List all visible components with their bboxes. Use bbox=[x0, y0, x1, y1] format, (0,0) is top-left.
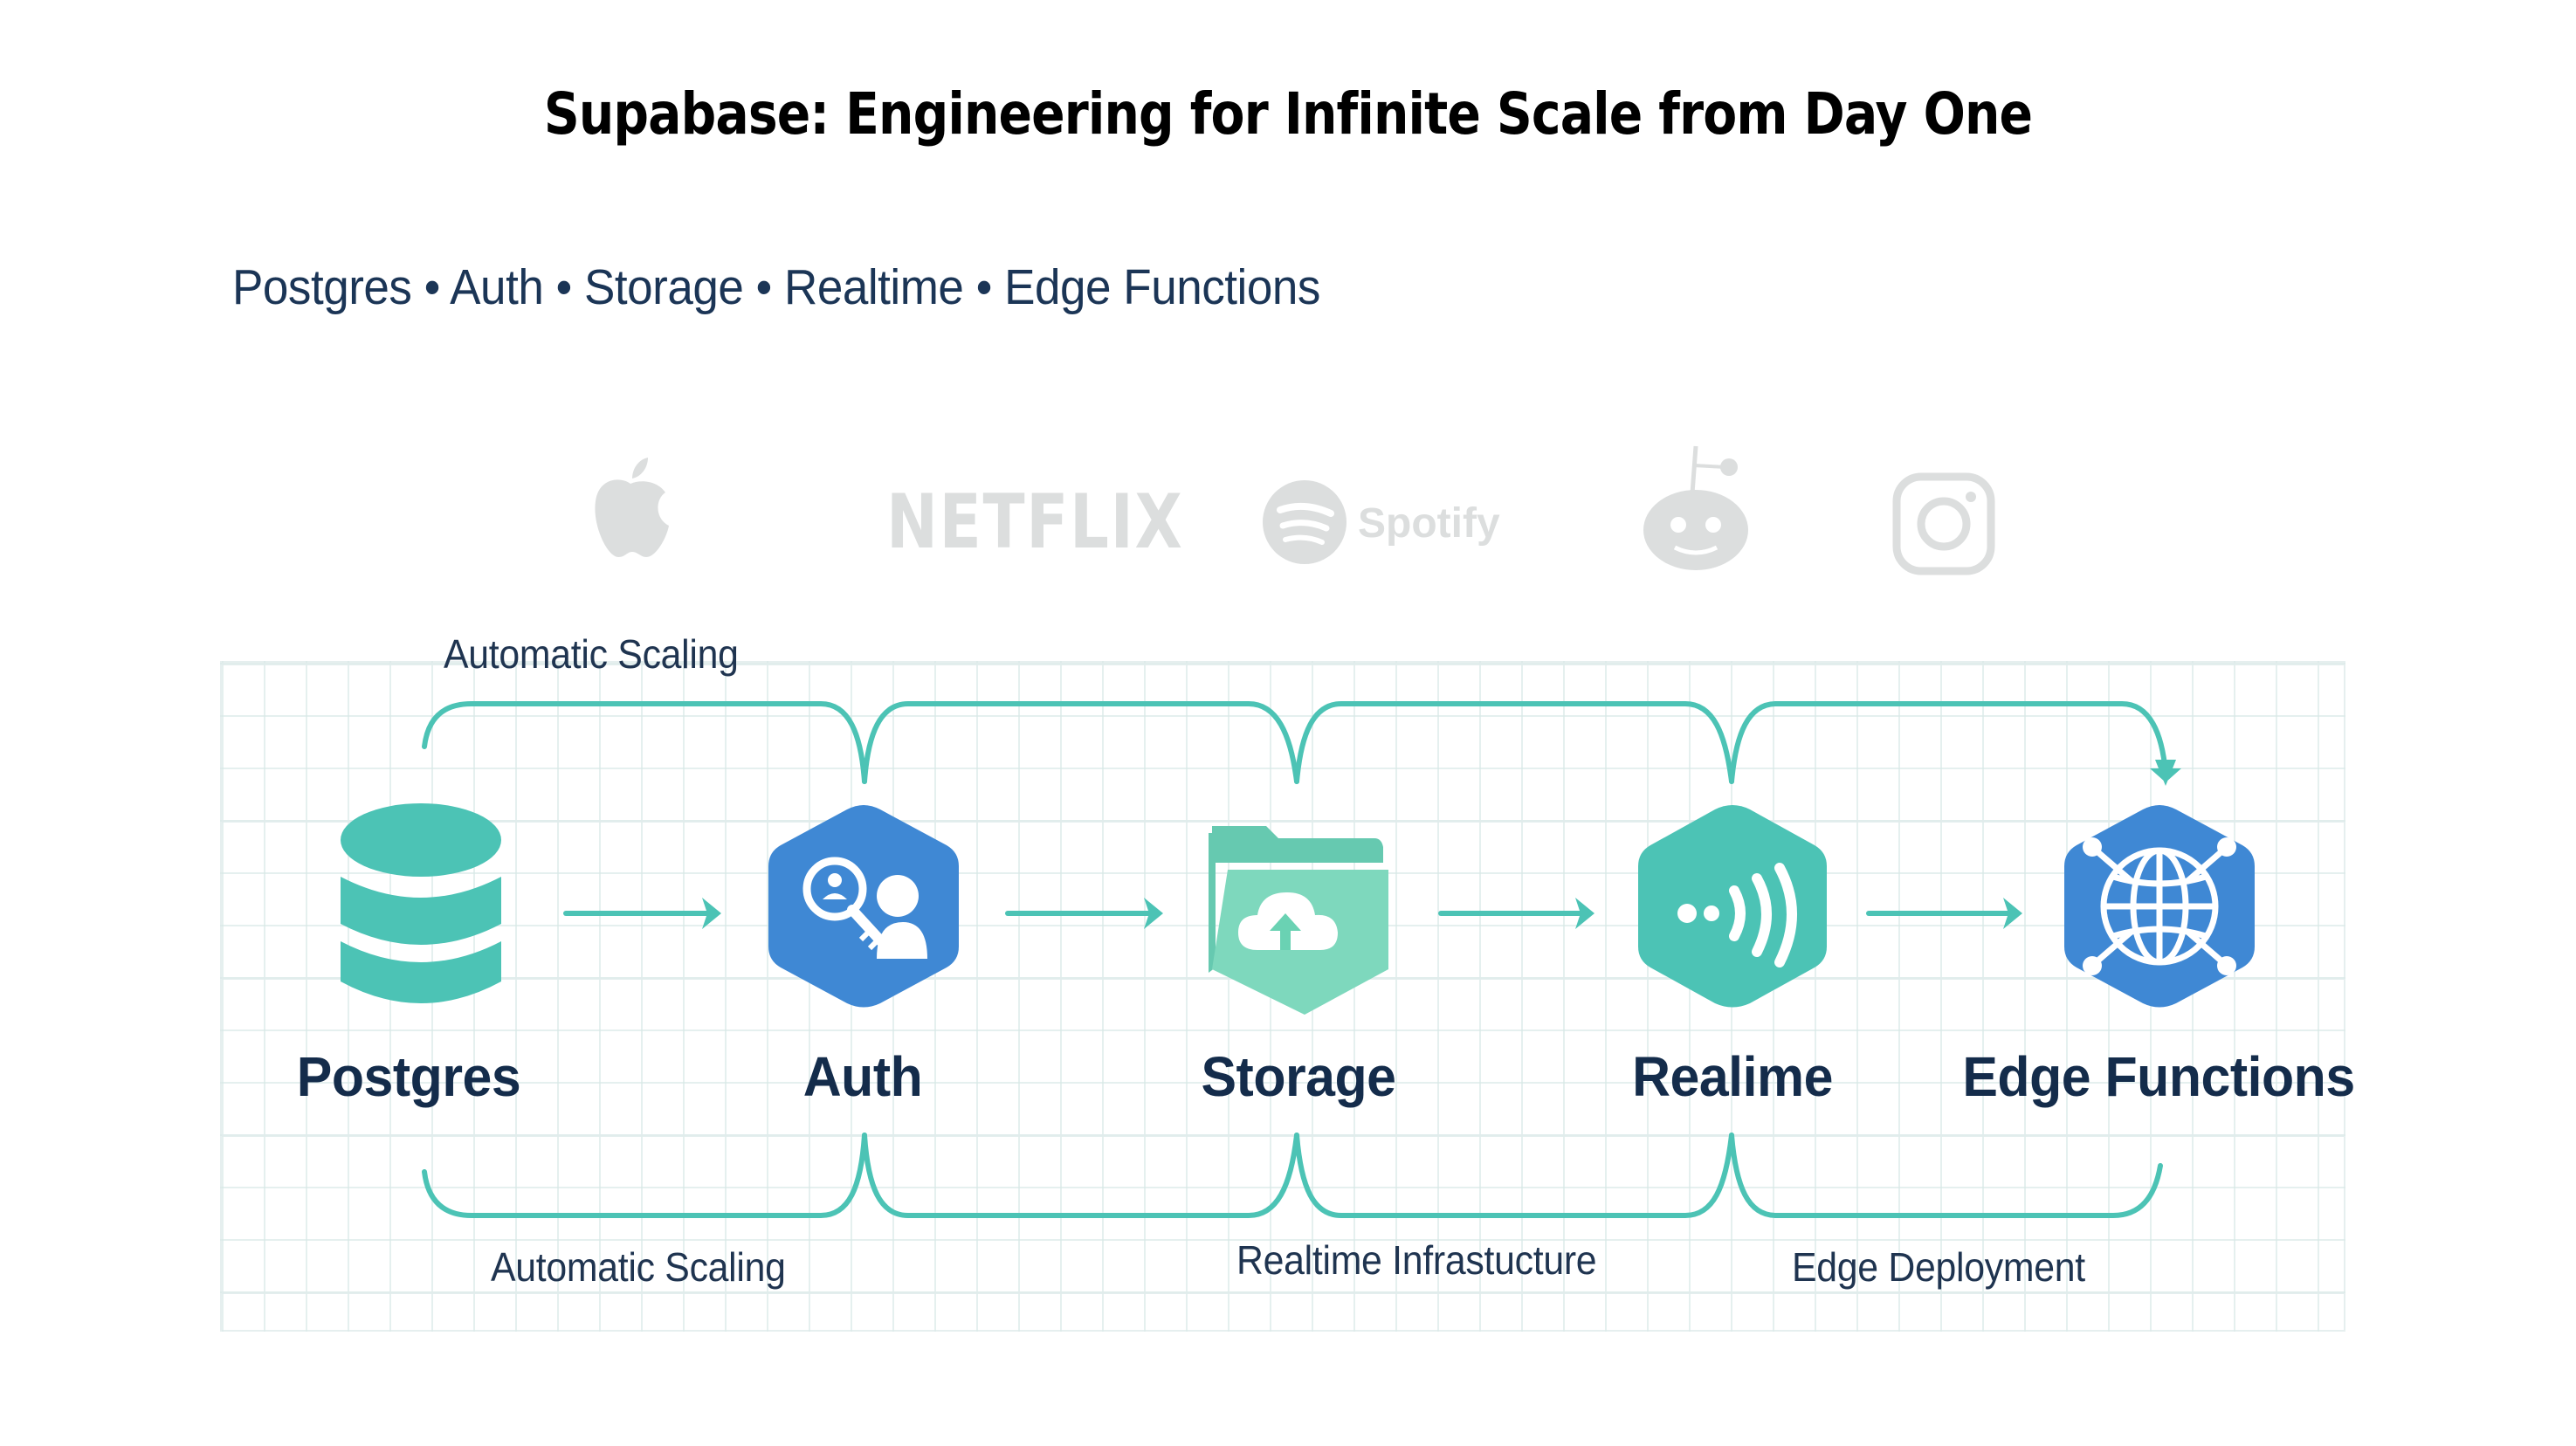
caption-top-automatic-scaling: Automatic Scaling bbox=[444, 631, 739, 677]
broadcast-signal-icon bbox=[1638, 805, 1827, 1008]
folder-cloud-upload-icon bbox=[1209, 826, 1388, 1015]
page-title: Supabase: Engineering for Infinite Scale… bbox=[543, 80, 2033, 148]
key-user-icon bbox=[768, 805, 959, 1008]
node-label-postgres: Postgres bbox=[296, 1045, 521, 1108]
service-list-subtitle: Postgres • Auth • Storage • Realtime • E… bbox=[232, 259, 1320, 315]
caption-edge-deployment: Edge Deployment bbox=[1792, 1244, 2085, 1290]
node-label-realtime: Realime bbox=[1632, 1045, 1833, 1108]
node-label-storage: Storage bbox=[1201, 1045, 1396, 1108]
caption-realtime-infrastructure: Realtime Infrastucture bbox=[1236, 1237, 1597, 1283]
caption-bottom-automatic-scaling: Automatic Scaling bbox=[491, 1244, 786, 1290]
globe-network-icon bbox=[2064, 805, 2255, 1008]
node-label-edge-functions: Edge Functions bbox=[1962, 1045, 2355, 1108]
database-icon bbox=[341, 803, 501, 1003]
node-label-auth: Auth bbox=[802, 1045, 923, 1108]
